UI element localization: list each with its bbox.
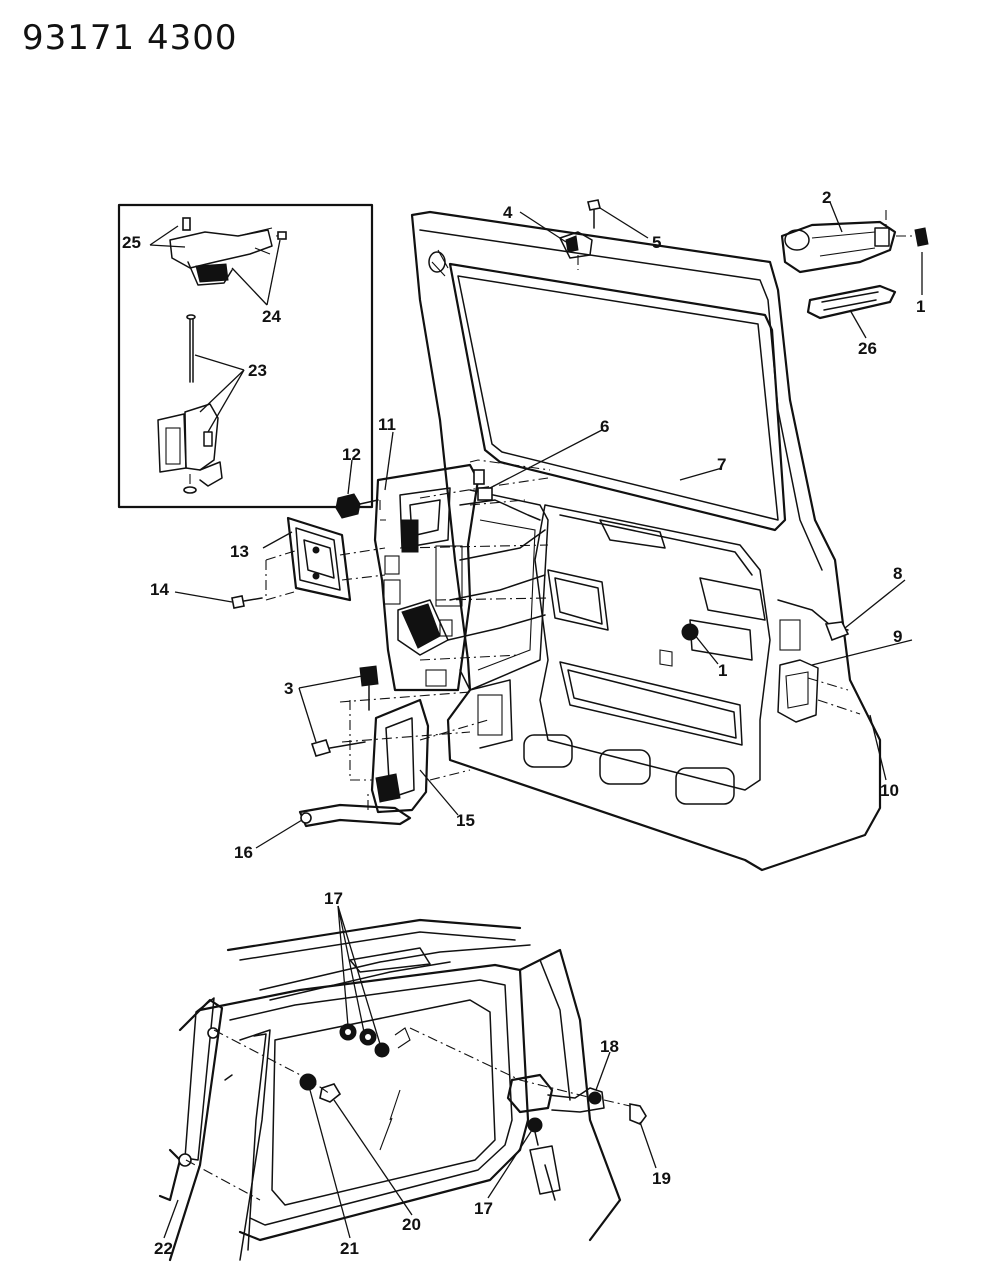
callout-19: 19 xyxy=(652,1169,671,1188)
latch-assembly xyxy=(231,459,551,692)
callout-14: 14 xyxy=(150,580,169,599)
callout-22: 22 xyxy=(154,1239,173,1258)
callout-20: 20 xyxy=(402,1215,421,1234)
callout-10: 10 xyxy=(880,781,899,800)
callout-8: 8 xyxy=(893,564,902,583)
leader-lines xyxy=(163,201,923,1239)
callout-13: 13 xyxy=(230,542,249,561)
lower-hinge xyxy=(298,665,489,828)
callout-24: 24 xyxy=(262,307,281,326)
callout-5: 5 xyxy=(652,233,661,252)
callout-21: 21 xyxy=(340,1239,359,1258)
callout-16: 16 xyxy=(234,843,253,862)
liftgate-panel xyxy=(410,210,882,872)
callout-17-upper: 17 xyxy=(324,889,343,908)
callout-4: 4 xyxy=(503,203,513,222)
callout-1-lower: 1 xyxy=(718,661,727,680)
callout-25: 25 xyxy=(122,233,141,252)
callout-9: 9 xyxy=(893,627,902,646)
callout-1-upper: 1 xyxy=(916,297,925,316)
callout-labels: 4 5 2 1 26 6 7 11 12 13 14 8 9 10 1 3 15… xyxy=(150,188,925,1258)
inset-detail: 25 24 23 xyxy=(117,203,374,509)
callout-23: 23 xyxy=(248,361,267,380)
callout-6: 6 xyxy=(600,417,609,436)
quarter-window-detail xyxy=(158,918,647,1262)
callout-11: 11 xyxy=(378,415,396,434)
diagram-number: 93171 4300 xyxy=(22,18,238,58)
callout-7: 7 xyxy=(717,455,726,474)
callout-12: 12 xyxy=(342,445,361,464)
callout-17-lower: 17 xyxy=(474,1199,493,1218)
callout-26: 26 xyxy=(858,339,877,358)
callout-2: 2 xyxy=(822,188,831,207)
callout-18: 18 xyxy=(600,1037,619,1056)
upper-hinge-parts xyxy=(559,199,929,320)
callout-15: 15 xyxy=(456,811,475,830)
callout-3: 3 xyxy=(284,679,293,698)
